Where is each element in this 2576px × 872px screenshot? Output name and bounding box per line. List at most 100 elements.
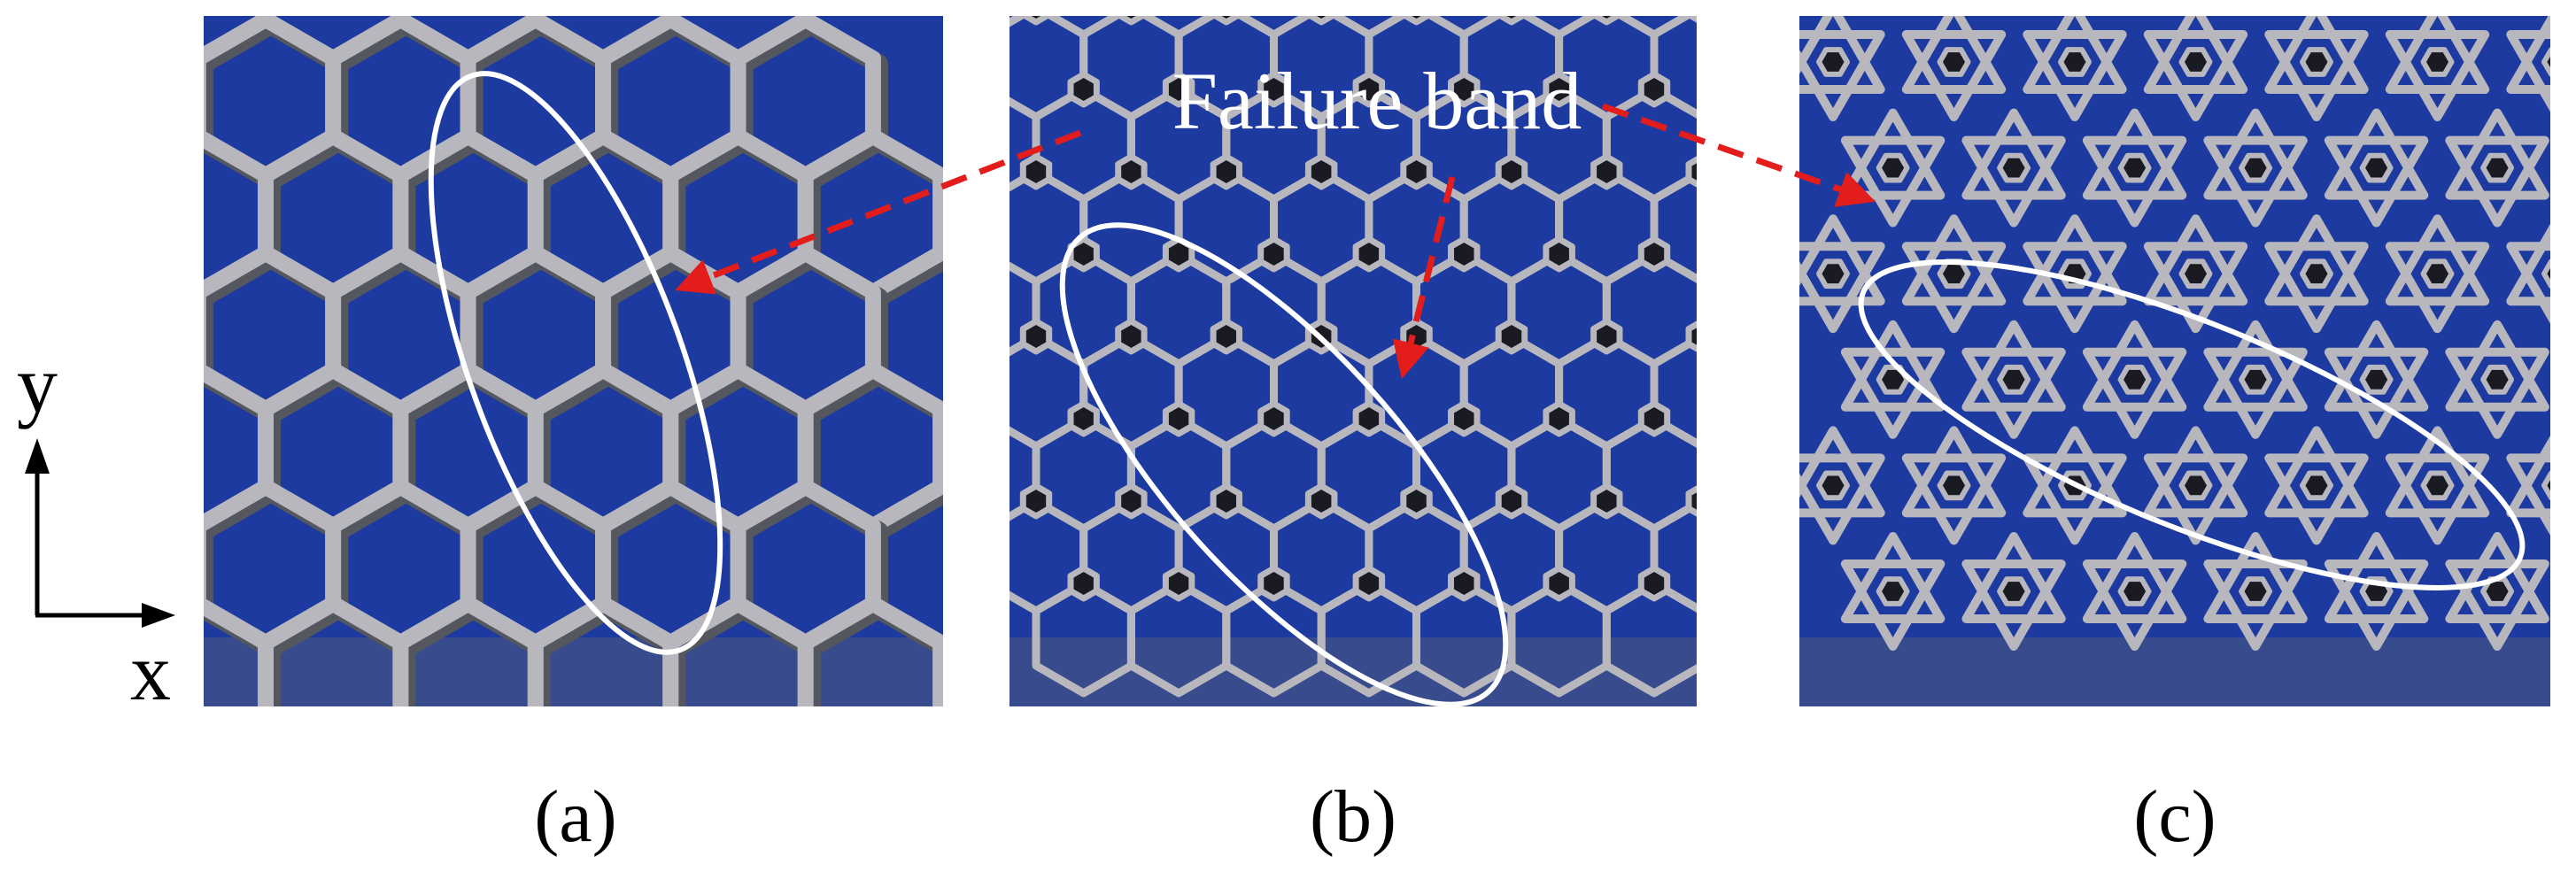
lattice-node [2239, 152, 2273, 183]
panel-b-failure-band-ellipse [1059, 222, 1509, 707]
lattice-node [1590, 318, 1623, 355]
lattice-node [1937, 470, 1971, 501]
lattice-node [1637, 400, 1671, 437]
lattice-node [1162, 400, 1195, 437]
lattice-triangle-down [2143, 453, 2248, 545]
lattice-triangle-down [2445, 347, 2549, 439]
lattice-node [1067, 400, 1100, 437]
lattice-node [2420, 47, 2455, 77]
panel-label-c: (c) [2133, 776, 2216, 858]
lattice-triangle-down [2324, 559, 2429, 651]
lattice-triangle-down [2082, 559, 2187, 651]
lattice-node [1543, 565, 1575, 602]
panel-label-b: (b) [1310, 776, 1396, 858]
lattice-node [1400, 16, 1433, 26]
lattice-triangle-up [1799, 16, 1885, 94]
lattice-node [1400, 482, 1433, 520]
lattice-node [1115, 318, 1148, 355]
lattice-triangle-up [2385, 16, 2490, 94]
lattice-node [1685, 16, 1697, 23]
lattice-node [1210, 153, 1242, 190]
lattice-cell [1650, 16, 1697, 119]
lattice-triangle-up [1799, 214, 1885, 306]
lattice-node [1997, 364, 2031, 395]
lattice-node [2117, 364, 2152, 395]
lattice-triangle-down [2445, 559, 2549, 651]
lattice-node [1685, 156, 1697, 188]
lattice-triangle-up [1840, 320, 1946, 412]
lattice-node [1543, 400, 1575, 437]
lattice-node [1816, 470, 1850, 501]
lattice-node [1590, 153, 1623, 190]
lattice-triangle-down [1961, 135, 2066, 228]
lattice-triangle-down [2143, 242, 2248, 334]
lattice-triangle-down [1961, 347, 2066, 439]
lattice-node [1067, 71, 1100, 108]
lattice-node [2300, 47, 2333, 77]
lattice-node [1210, 16, 1242, 26]
lattice-node [2178, 470, 2213, 501]
lattice-node [2117, 576, 2152, 606]
lattice-node [2480, 364, 2515, 395]
lattice-triangle-up [1840, 532, 1946, 623]
panel-a-lattice [204, 16, 943, 706]
lattice-node [1590, 482, 1623, 520]
lattice-node [1115, 153, 1148, 190]
panel-b-lattice [1010, 16, 1697, 698]
lattice-triangle-down [2082, 135, 2187, 228]
lattice-triangle-up [2445, 532, 2549, 623]
lattice-node [2239, 364, 2273, 395]
lattice-node [1257, 235, 1290, 273]
lattice-node [1352, 71, 1386, 108]
lattice-triangle-up [1961, 532, 2066, 623]
lattice-node [2117, 152, 2152, 183]
lattice-triangle-up [2445, 320, 2549, 412]
lattice-node [1162, 71, 1195, 108]
lattice-triangle-down [1840, 347, 1946, 439]
lattice-node [2541, 47, 2550, 77]
lattice-node [1448, 71, 1481, 108]
lattice-node [1816, 259, 1850, 289]
lattice-node [1115, 482, 1148, 520]
lattice-triangle-up [2203, 108, 2308, 200]
lattice-node [1448, 400, 1481, 437]
arrow-to-panel-c [1601, 103, 1876, 207]
panel-c-lattice [1799, 16, 2550, 651]
lattice-cell [1602, 579, 1697, 698]
lattice-node [1020, 16, 1052, 26]
lattice-node [2300, 259, 2333, 289]
lattice-node [2420, 470, 2455, 501]
lattice-triangle-up [2082, 108, 2187, 200]
lattice-triangle-up [2264, 16, 2369, 94]
failure-band-annotation: Failure band [1172, 56, 1582, 146]
panel-c-failure-band-ellipse [1858, 259, 2526, 590]
lattice-node [2480, 576, 2515, 606]
lattice-node [1590, 16, 1623, 26]
lattice-node [1257, 565, 1290, 602]
lattice-triangle-down [2203, 559, 2308, 651]
lattice-node [1997, 152, 2031, 183]
lattice-node [1019, 482, 1053, 520]
x-axis-arrowhead [142, 603, 175, 628]
lattice-node [2359, 152, 2394, 183]
lattice-triangle-down [1799, 30, 1885, 121]
lattice-triangle-down [2264, 453, 2369, 545]
lattice-triangle-down [2445, 135, 2549, 228]
lattice-node [1400, 153, 1433, 190]
lattice-node [2300, 470, 2333, 501]
lattice-cell [1650, 499, 1697, 613]
lattice-triangle-down [2082, 347, 2187, 439]
lattice-triangle-down [2506, 30, 2550, 112]
lattice-node [1352, 565, 1386, 602]
lattice-triangle-down [2023, 30, 2127, 121]
lattice-node [1637, 235, 1671, 273]
lattice-node [1876, 576, 1910, 606]
lattice-node [1495, 153, 1528, 190]
lattice-node [2541, 470, 2550, 501]
lattice-node [2178, 259, 2213, 289]
lattice-triangle-up [2143, 16, 2248, 94]
lattice-triangle-up [2203, 320, 2308, 412]
lattice-node [1115, 16, 1148, 26]
lattice-cell [797, 596, 943, 706]
lattice-triangle-down [1799, 453, 1885, 545]
